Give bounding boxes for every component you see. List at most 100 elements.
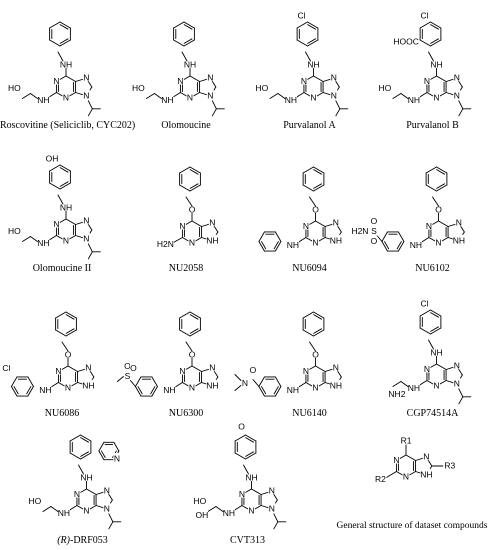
bond xyxy=(313,166,325,174)
atom-label-bg xyxy=(8,82,21,92)
atom-n9: N xyxy=(207,90,213,100)
bond xyxy=(183,21,195,29)
atom-label-bg xyxy=(46,153,58,162)
atom-n2h: NH xyxy=(37,95,49,105)
atom-n9h: NH xyxy=(82,380,94,390)
atom-n1: N xyxy=(239,489,245,499)
atom-o6: O xyxy=(189,350,196,360)
bond xyxy=(80,434,92,442)
bond xyxy=(261,386,267,395)
atom-n6h: NH xyxy=(430,60,442,70)
bond xyxy=(108,513,114,523)
atom-n2h: NH xyxy=(161,95,173,105)
atom-label-bg xyxy=(52,218,60,228)
bond xyxy=(49,21,61,29)
bond xyxy=(189,166,201,174)
bond xyxy=(430,327,442,335)
atom-n9h: NH xyxy=(206,380,218,390)
bond xyxy=(305,51,311,62)
atom-n7: N xyxy=(104,486,110,496)
bond xyxy=(397,231,405,242)
bond xyxy=(277,93,286,99)
bond xyxy=(59,39,71,47)
atom-label-bg xyxy=(208,217,216,227)
atom-n2h: NH xyxy=(37,238,49,248)
bond xyxy=(29,93,38,99)
atom-label-bg xyxy=(395,36,418,45)
atom-label-bg xyxy=(453,89,461,99)
atom-n9: N xyxy=(454,90,460,100)
bond xyxy=(207,506,217,512)
bond xyxy=(307,24,316,30)
atom-n1: N xyxy=(426,221,432,231)
bond xyxy=(307,39,319,47)
atom-label-bg xyxy=(37,237,50,247)
bond xyxy=(100,450,106,458)
bond xyxy=(183,24,193,30)
bond xyxy=(436,169,445,175)
atom-n1: N xyxy=(424,364,430,374)
atom-n7: N xyxy=(207,73,213,83)
bond xyxy=(151,386,158,397)
atom-label-bg xyxy=(329,234,342,244)
bond xyxy=(245,451,254,457)
bond xyxy=(295,92,305,98)
atom-n1: N xyxy=(55,366,61,376)
atom-label-bg xyxy=(255,82,268,92)
bond xyxy=(179,166,191,174)
bond xyxy=(69,434,81,442)
bond xyxy=(183,39,195,47)
atom-label-bg xyxy=(178,365,186,375)
atom-cl: Cl xyxy=(420,299,428,309)
atom-label-bg xyxy=(452,234,465,244)
caption-nu6094: NU6094 xyxy=(292,263,327,274)
atom-label-bg xyxy=(64,382,72,391)
atom-label-bg xyxy=(312,382,319,391)
atom-n7: N xyxy=(83,73,89,83)
bond xyxy=(55,311,67,319)
atom-label-bg xyxy=(62,235,70,244)
bond xyxy=(171,92,181,98)
bond xyxy=(98,450,105,461)
atom-n2h: NH xyxy=(408,383,420,393)
bond xyxy=(400,93,409,99)
atom-label-bg xyxy=(52,75,60,85)
bond xyxy=(273,521,279,530)
atom-label-bg xyxy=(453,72,461,82)
atom-n1: N xyxy=(53,219,59,229)
bond xyxy=(384,241,390,250)
atom-label-bg xyxy=(330,89,338,99)
atom-n1: N xyxy=(177,76,183,86)
bond xyxy=(428,51,434,62)
bond xyxy=(396,241,402,250)
atom-n7: N xyxy=(85,363,91,373)
atom-n7: N xyxy=(454,361,460,371)
bond xyxy=(10,386,18,397)
atom-n6h: NH xyxy=(245,473,257,483)
atom-ho: HO xyxy=(194,496,207,506)
bond xyxy=(302,311,314,319)
bond xyxy=(313,328,322,334)
atom-label-bg xyxy=(453,360,461,370)
atom-n1: N xyxy=(303,366,309,376)
atom-label-bg xyxy=(284,94,297,104)
atom-n6h: NH xyxy=(307,60,319,70)
atom-o-s1: O xyxy=(124,361,131,371)
atom-s: S xyxy=(125,371,131,381)
atom-label-bg xyxy=(300,75,308,85)
atom-label-bg xyxy=(82,379,95,389)
bond xyxy=(191,220,203,227)
bond xyxy=(430,309,442,317)
atom-n7: N xyxy=(333,218,339,228)
atom-label-bg xyxy=(241,377,249,387)
bond xyxy=(425,166,437,174)
atom-n9: N xyxy=(104,503,110,513)
bond xyxy=(458,108,464,117)
